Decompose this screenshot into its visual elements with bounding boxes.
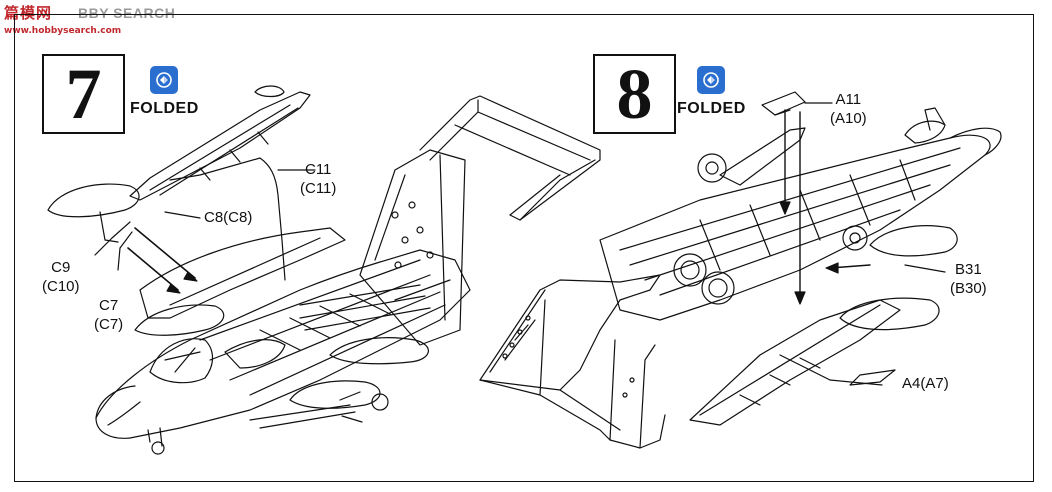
part-alt-number: (C7) [94, 316, 124, 333]
fold-arrows-icon [150, 66, 179, 94]
step8-leader-lines [779, 102, 946, 386]
step7-assembly-arrows [127, 227, 198, 294]
step-8-fold-indicator: FOLDED [677, 66, 746, 118]
step8-aircraft-drawing [479, 91, 1002, 449]
part-number: A11 [835, 91, 862, 108]
step7-aircraft-drawing [47, 85, 601, 455]
callout-a11: A11 (A10) [830, 90, 867, 128]
part-number: A4(A7) [902, 375, 949, 392]
part-alt-number: (C11) [300, 180, 337, 197]
step-7-fold-indicator: FOLDED [130, 66, 199, 118]
page-border [14, 14, 1034, 482]
watermark: 篇模网 BBY SEARCH www.hobbysearch.com [4, 2, 204, 42]
step8-assembly-arrows [779, 109, 871, 305]
callout-c7: C7 (C7) [94, 296, 123, 334]
part-number: C9 [51, 259, 71, 276]
fold-label: FOLDED [677, 100, 746, 117]
watermark-text: BBY SEARCH [78, 5, 176, 21]
step7-leader-lines [94, 157, 316, 281]
callout-c11: C11 (C11) [300, 160, 336, 198]
callout-a4: A4(A7) [902, 374, 949, 393]
watermark-logo: 篇模网 [4, 4, 53, 22]
fold-label: FOLDED [130, 100, 199, 117]
part-number: C11 [305, 161, 332, 178]
part-number: C8(C8) [204, 209, 253, 226]
part-alt-number: (B30) [950, 280, 987, 297]
part-number: B31 [954, 261, 982, 278]
step-8-number: 8 [593, 54, 676, 134]
callout-c8: C8(C8) [204, 208, 252, 227]
part-alt-number: (C10) [42, 278, 80, 295]
part-alt-number: (A10) [830, 110, 867, 127]
fold-arrows-icon [697, 66, 726, 94]
callout-b31: B31 (B30) [950, 260, 987, 298]
watermark-url: www.hobbysearch.com [4, 26, 122, 36]
part-number: C7 [98, 297, 119, 314]
callout-c9: C9 (C10) [42, 258, 80, 296]
step-7-number: 7 [42, 54, 125, 134]
